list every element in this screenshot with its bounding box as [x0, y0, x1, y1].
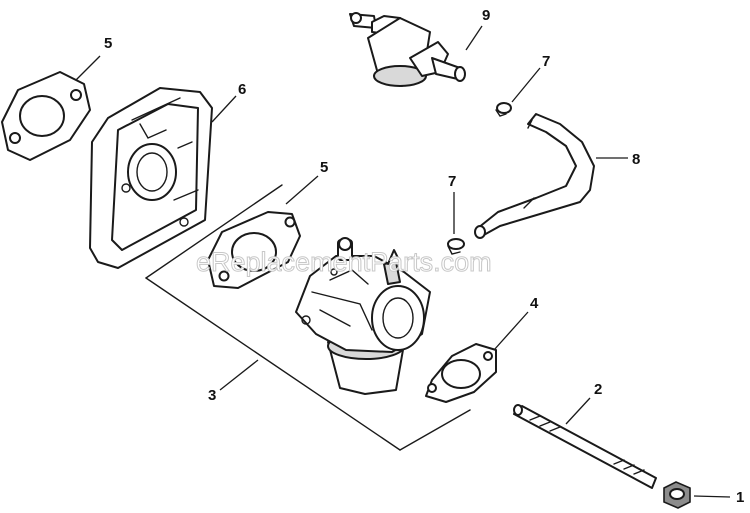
stud[interactable]: [513, 404, 657, 489]
carburetor[interactable]: [295, 237, 431, 395]
hose-clamp-upper[interactable]: [495, 102, 512, 117]
gasket-upper-left[interactable]: [1, 71, 91, 161]
callout-2: 2: [594, 381, 602, 398]
nut[interactable]: [663, 481, 691, 509]
callout-4: 4: [530, 295, 539, 312]
watermark: eReplacementParts.com: [196, 247, 492, 277]
callout-6: 6: [238, 81, 246, 98]
callout-3: 3: [208, 387, 216, 404]
callout-8: 8: [632, 151, 640, 168]
callout-7-upper: 7: [542, 53, 550, 70]
callout-5-upper: 5: [104, 35, 112, 52]
carburetor-assembly-bracket: [145, 184, 471, 451]
callout-7-lower: 7: [448, 173, 456, 190]
callout-1: 1: [736, 489, 744, 506]
fuel-hose[interactable]: [474, 113, 595, 239]
callout-9: 9: [482, 7, 490, 24]
gasket-right[interactable]: [425, 343, 497, 403]
gasket-middle[interactable]: [207, 211, 301, 289]
leader-lines: [75, 25, 731, 498]
hose-clamp-lower[interactable]: [447, 238, 465, 255]
air-filter-base[interactable]: [89, 87, 213, 269]
callout-5-middle: 5: [320, 159, 328, 176]
fuel-filter[interactable]: [349, 12, 466, 87]
